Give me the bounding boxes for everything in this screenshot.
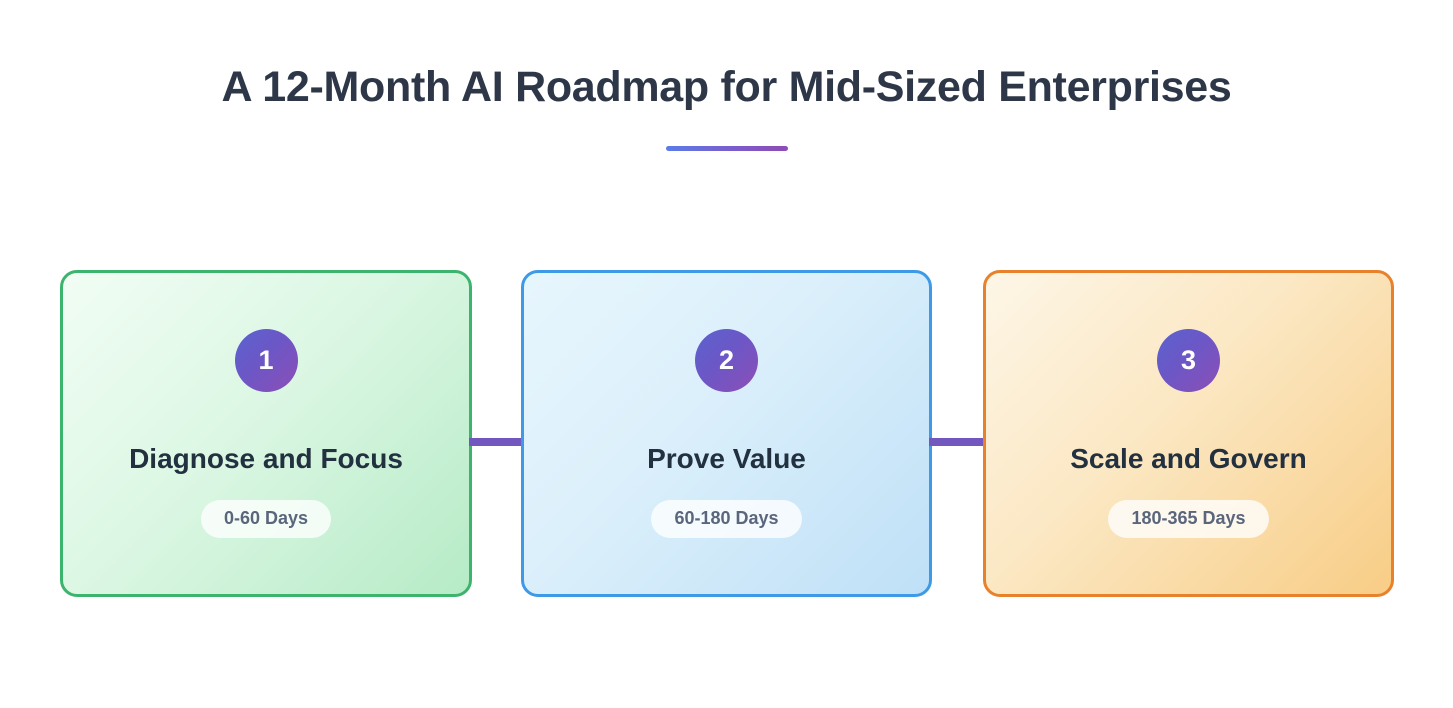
stage-title-2: Prove Value: [647, 443, 806, 474]
stage-card-1[interactable]: 1 Diagnose and Focus 0-60 Days: [60, 270, 472, 597]
connector-line-1-to-2: [469, 438, 525, 446]
stage-duration-badge-1: 0-60 Days: [200, 499, 332, 538]
stage-title-1: Diagnose and Focus: [129, 443, 403, 474]
step-number-badge-1: 1: [234, 329, 298, 392]
stage-duration-badge-2: 60-180 Days: [651, 499, 802, 538]
connector-line-2-to-3: [929, 438, 986, 446]
page-title: A 12-Month AI Roadmap for Mid-Sized Ente…: [221, 63, 1232, 111]
stage-duration-badge-3: 180-365 Days: [1108, 499, 1269, 538]
title-accent-bar: [665, 146, 788, 151]
step-number-badge-2: 2: [695, 329, 758, 392]
stage-card-2[interactable]: 2 Prove Value 60-180 Days: [521, 270, 932, 597]
stage-card-3[interactable]: 3 Scale and Govern 180-365 Days: [983, 270, 1394, 597]
stage-title-3: Scale and Govern: [1070, 443, 1307, 474]
step-number-badge-3: 3: [1157, 329, 1220, 392]
